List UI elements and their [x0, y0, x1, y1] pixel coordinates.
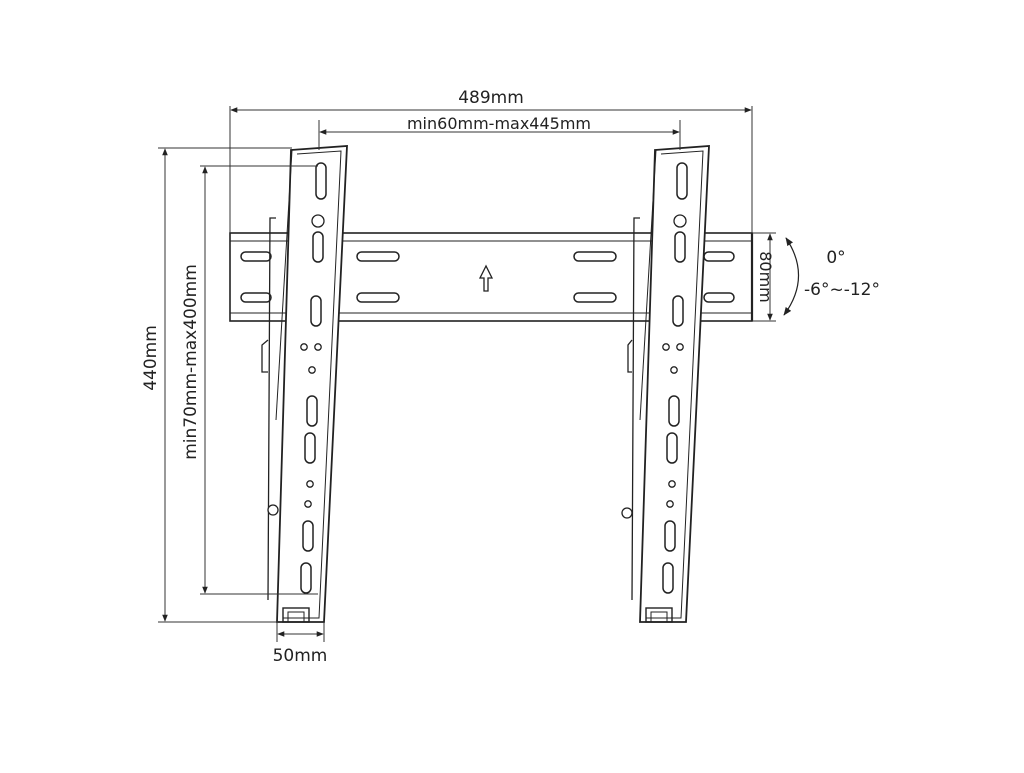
dimension-hole-spacing-width: min60mm-max445mm [318, 114, 681, 150]
overall-height-label: 440mm [141, 325, 161, 391]
tilt-range-label: -6°~-12° [804, 280, 880, 300]
dimension-overall-width: 489mm [229, 88, 753, 233]
arm-width-label: 50mm [273, 646, 328, 666]
left-arm-slots [300, 162, 327, 594]
left-arm [261, 145, 348, 623]
rail-slots [240, 251, 735, 303]
dimension-arm-width: 50mm [273, 622, 328, 666]
hole-spacing-width-label: min60mm-max445mm [407, 114, 591, 133]
dimension-rail-height: 80mm [752, 232, 776, 322]
right-arm [621, 145, 710, 623]
overall-width-label: 489mm [458, 88, 524, 108]
tilt-upper-label: 0° [826, 248, 845, 268]
right-arm-slots [662, 162, 688, 594]
dimension-overall-height: 440mm [141, 147, 292, 623]
hole-spacing-height-label: min70mm-max400mm [181, 264, 201, 460]
dimension-hole-spacing-height: min70mm-max400mm [181, 165, 318, 595]
up-arrow-icon [478, 264, 494, 292]
tilt-indicator: 0° -6°~-12° [783, 237, 880, 316]
tilt-arrow-icon [783, 237, 800, 316]
rail-height-label: 80mm [756, 251, 775, 303]
